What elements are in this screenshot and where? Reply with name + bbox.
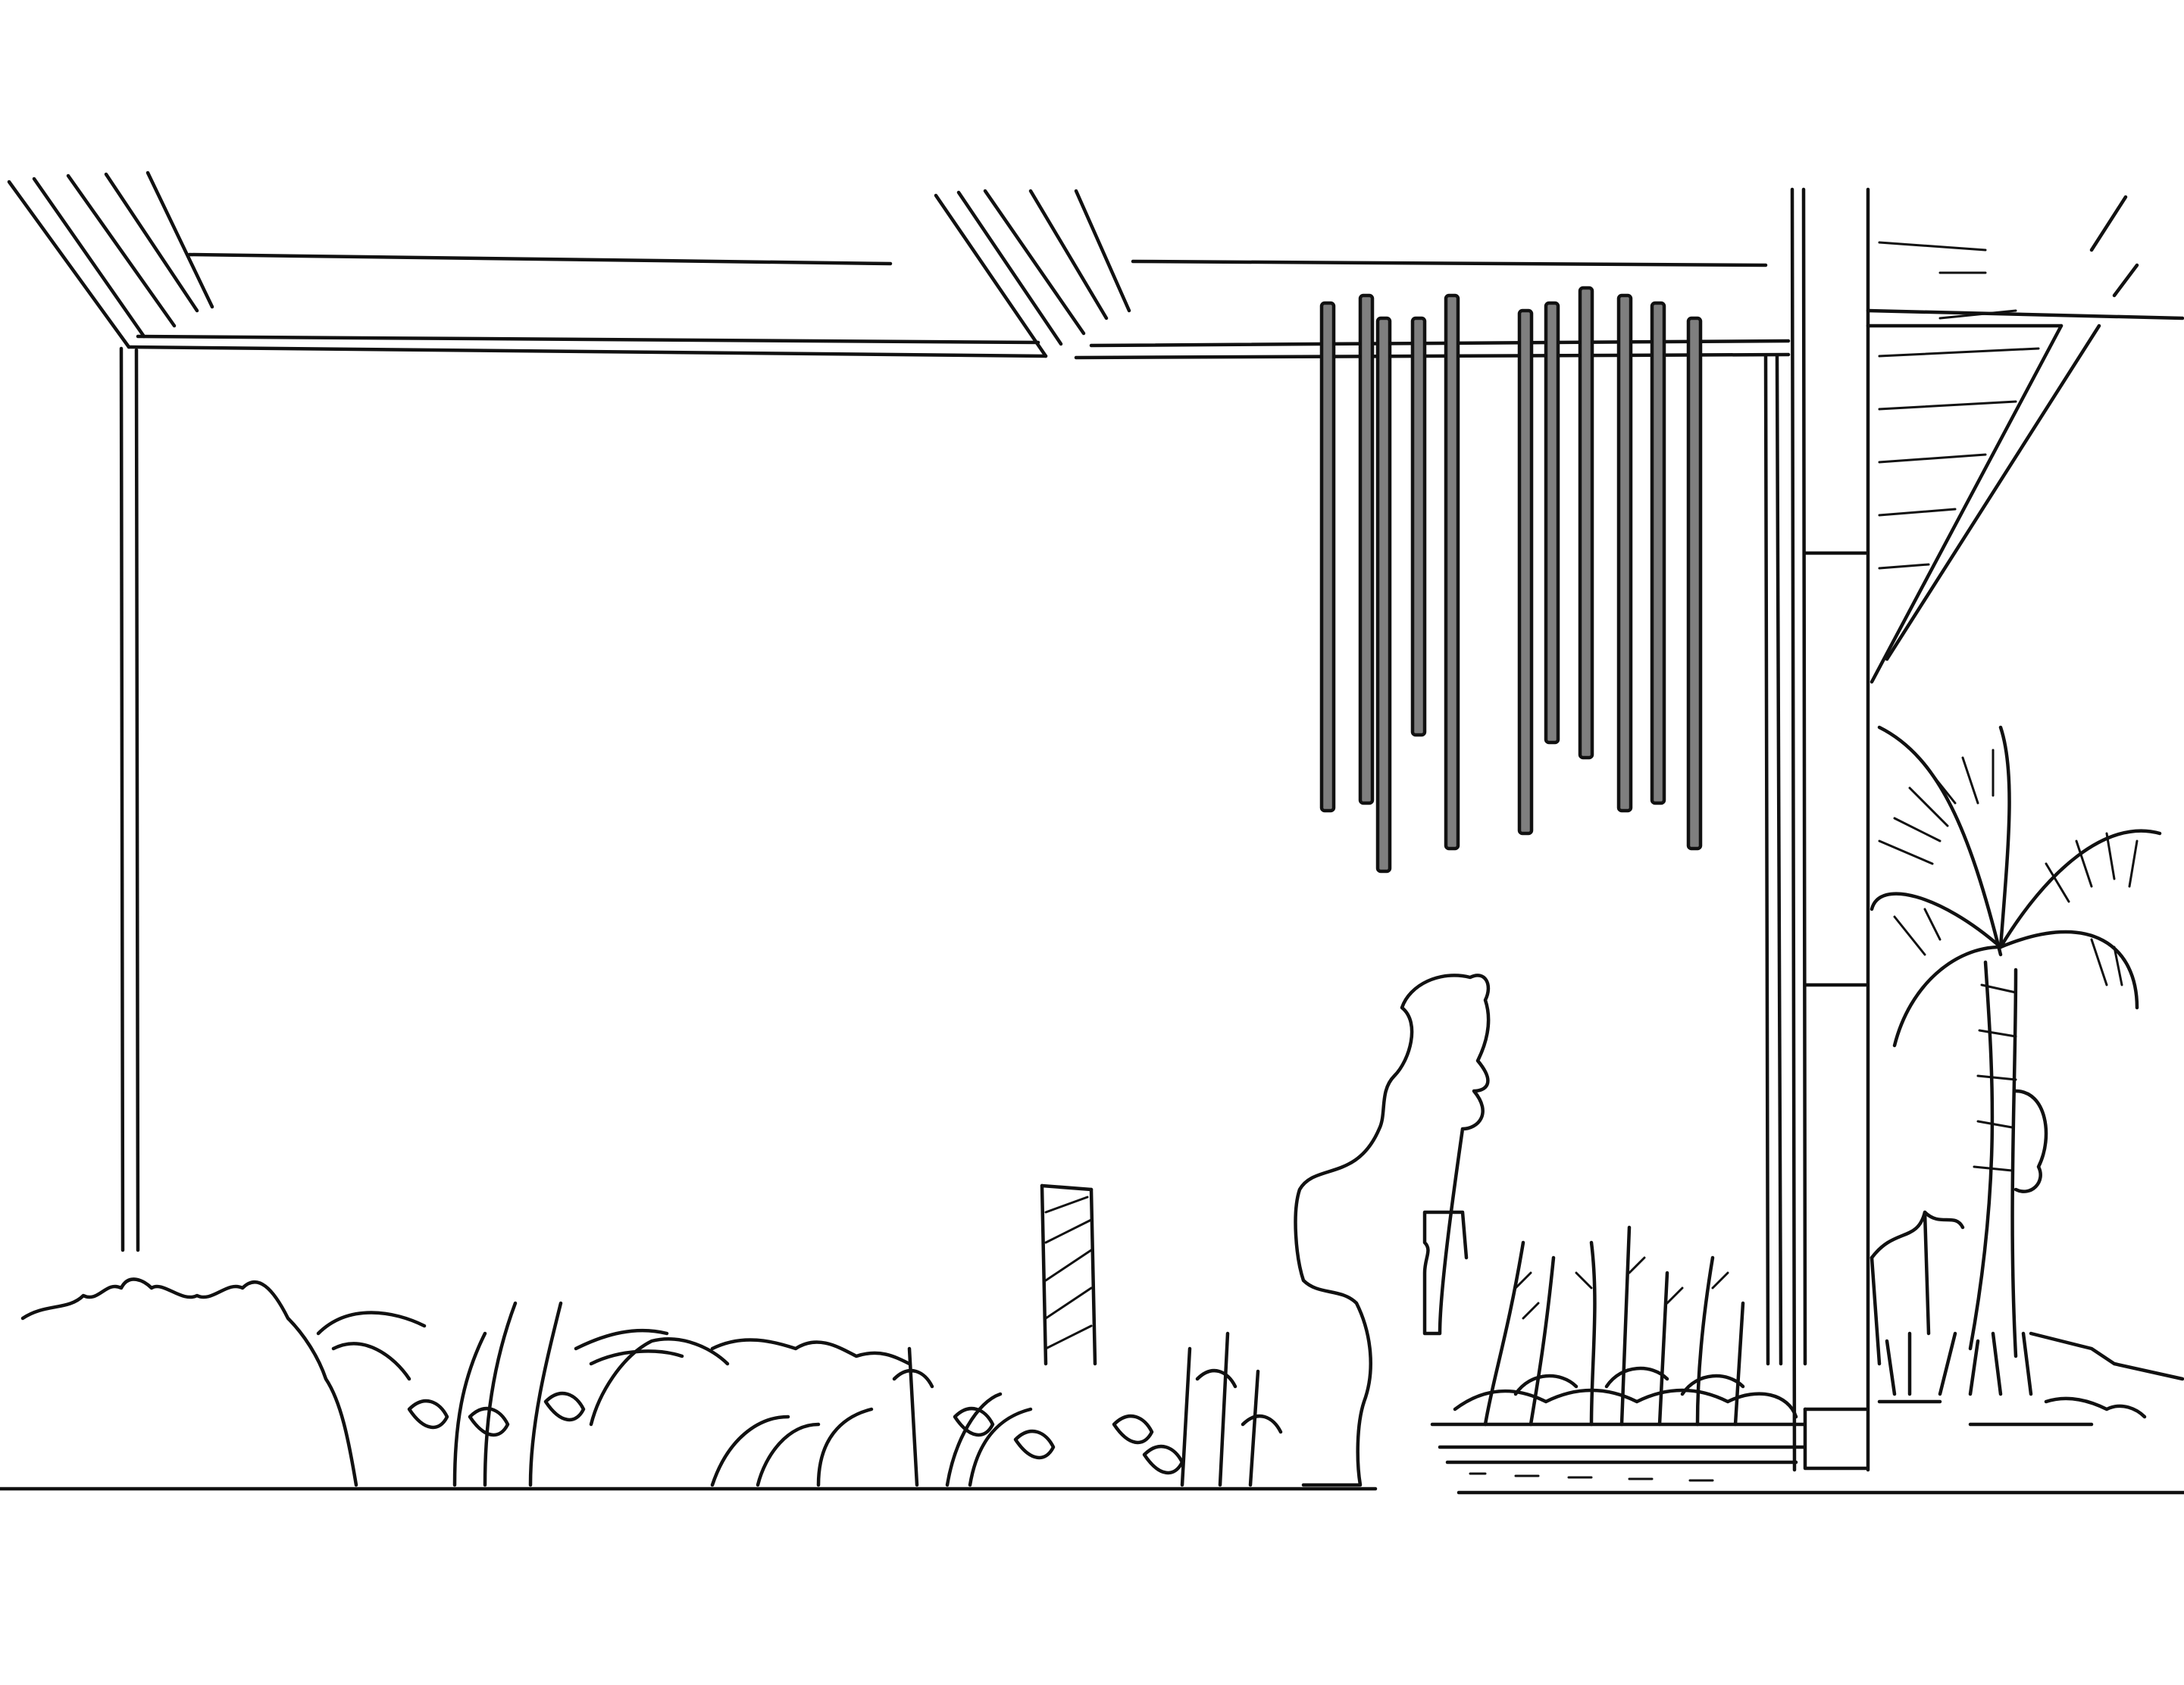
right-roof <box>1866 195 2184 684</box>
hanging-rod <box>1410 316 1427 737</box>
wooden-post <box>1040 1183 1097 1366</box>
vegetation-left <box>20 1277 912 1487</box>
palm-tree <box>1870 725 2162 1358</box>
hanging-rod <box>1319 301 1336 813</box>
ground-line <box>0 1486 2184 1495</box>
hanging-rod <box>1650 301 1666 805</box>
left-canopy <box>7 170 1048 1252</box>
hanging-rod <box>1444 293 1460 851</box>
hanging-rod <box>1375 316 1392 874</box>
vegetation-middle <box>892 1331 1283 1487</box>
hanging-rod <box>1358 293 1375 805</box>
vegetation-planter <box>1453 1225 1798 1427</box>
seated-figure <box>1294 974 1491 1487</box>
hanging-rod <box>1544 301 1560 745</box>
hanging-rod <box>1578 286 1594 760</box>
hanging-rod <box>1517 308 1534 836</box>
column <box>1790 187 1870 1472</box>
hanging-rod <box>1686 316 1703 851</box>
background-shrub <box>1870 1089 2184 1381</box>
hanging-rod <box>1616 293 1633 813</box>
middle-canopy <box>934 189 1791 1366</box>
planter-box <box>1430 1422 1806 1482</box>
hanging-rods <box>1319 286 1703 874</box>
grass-right <box>1877 1331 2147 1427</box>
